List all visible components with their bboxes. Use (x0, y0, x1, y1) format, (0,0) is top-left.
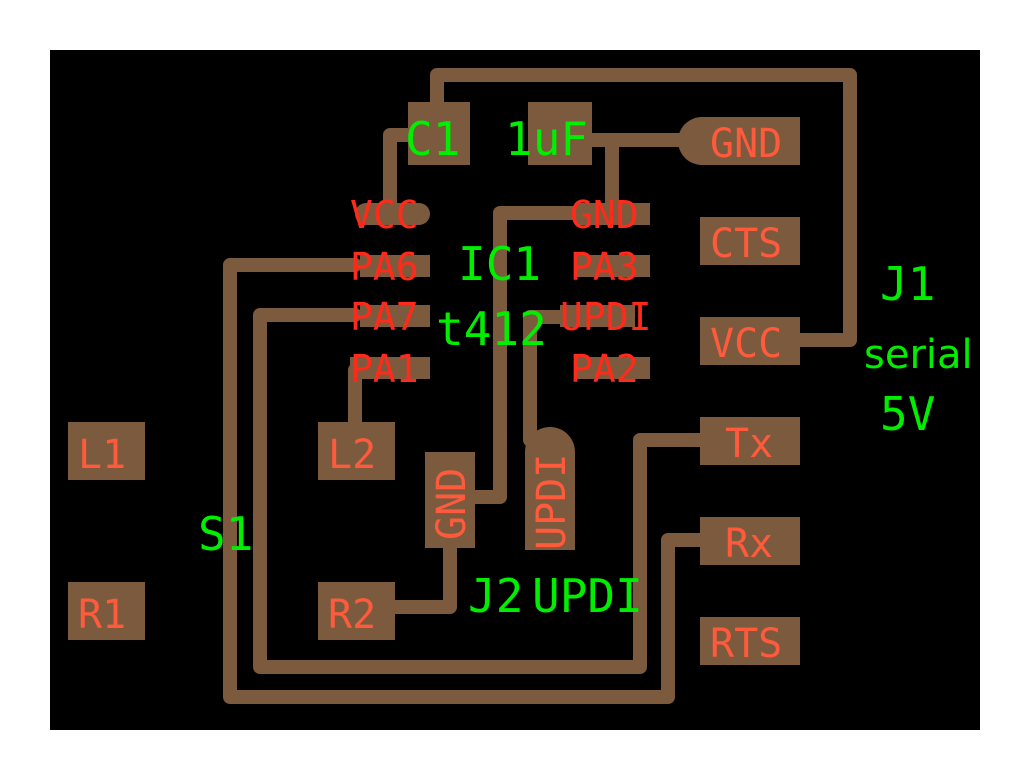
ic1-name: IC1 (458, 237, 541, 291)
l2-label: L2 (328, 432, 376, 478)
ic-pin-pa3: PA3 (570, 245, 639, 289)
j2-name: J2 (468, 569, 523, 623)
pad-ic-pa3 (575, 255, 650, 277)
trace-c1-vcc-ic (383, 128, 419, 220)
trace-pa6-rx (223, 258, 717, 704)
pad-j1-tx (700, 417, 800, 465)
j1-pin-gnd: GND (710, 121, 782, 167)
pad-ic-pa6 (360, 255, 430, 277)
pad-c1-1 (408, 102, 470, 165)
j1-pin-rts: RTS (710, 621, 782, 667)
trace-gnd-j2 (463, 206, 619, 504)
trace-j2gnd-r2 (383, 533, 457, 614)
trace-updi-j2 (523, 310, 572, 447)
pad-j1-vcc (700, 317, 800, 365)
pad-ic-updi (560, 305, 635, 327)
s1-name: S1 (198, 507, 253, 561)
pad-r2 (318, 582, 395, 640)
ic-pin-gnd: GND (570, 193, 639, 237)
ic-pin-vcc: VCC (350, 193, 419, 237)
j2-value: UPDI (532, 569, 643, 623)
c1-name: C1 (405, 112, 460, 166)
trace-pa7-tx (253, 308, 717, 674)
trace-c1-vcc-j1 (430, 68, 857, 347)
board (50, 50, 980, 730)
ic-pin-pa6: PA6 (350, 245, 419, 289)
c1-value: 1uF (505, 112, 588, 166)
j1-pin-rx: Rx (725, 521, 773, 567)
j2-pin-gnd: GND (429, 468, 475, 540)
component-labels: C1 1uF IC1 t412 J1 serial 5V J2 UPDI S1 (198, 112, 973, 623)
pad-j1-cts (700, 217, 800, 265)
pad-j1-rx (700, 517, 800, 565)
pad-ic-pa1 (350, 357, 430, 379)
pad-j2-updi (525, 427, 575, 550)
ic-pin-updi: UPDI (560, 295, 652, 339)
pad-j1-rts (700, 617, 800, 665)
pad-j1-gnd-round (678, 117, 726, 165)
j1-pin-tx: Tx (725, 421, 773, 467)
pad-l1 (68, 422, 145, 480)
pad-r1 (68, 582, 145, 640)
pad-labels: GND CTS VCC Tx Rx RTS L1 R1 L2 R2 VCC PA… (78, 121, 782, 667)
j1-value2: 5V (880, 387, 935, 441)
j1-pin-cts: CTS (710, 221, 782, 267)
r2-label: R2 (328, 592, 376, 638)
pad-ic-vcc (355, 203, 430, 225)
j1-name: J1 (880, 257, 935, 311)
pad-l2 (318, 422, 395, 480)
j1-pin-vcc: VCC (710, 321, 782, 367)
ic1-value: t412 (436, 302, 547, 356)
ic-pin-pa2: PA2 (570, 347, 639, 391)
j2-pin-updi: UPDI (529, 454, 575, 550)
pad-ic-pa2 (575, 357, 650, 379)
pad-ic-pa7 (360, 305, 430, 327)
pad-c1-2 (528, 102, 592, 165)
pad-j2-gnd (425, 452, 475, 548)
l1-label: L1 (78, 432, 126, 478)
traces (223, 68, 857, 704)
r1-label: R1 (78, 592, 126, 638)
j1-value: serial (864, 332, 973, 378)
ic-pin-pa1: PA1 (350, 347, 419, 391)
pad-ic-gnd (575, 203, 650, 225)
pads (68, 102, 800, 665)
ic-pin-pa7: PA7 (350, 295, 419, 339)
